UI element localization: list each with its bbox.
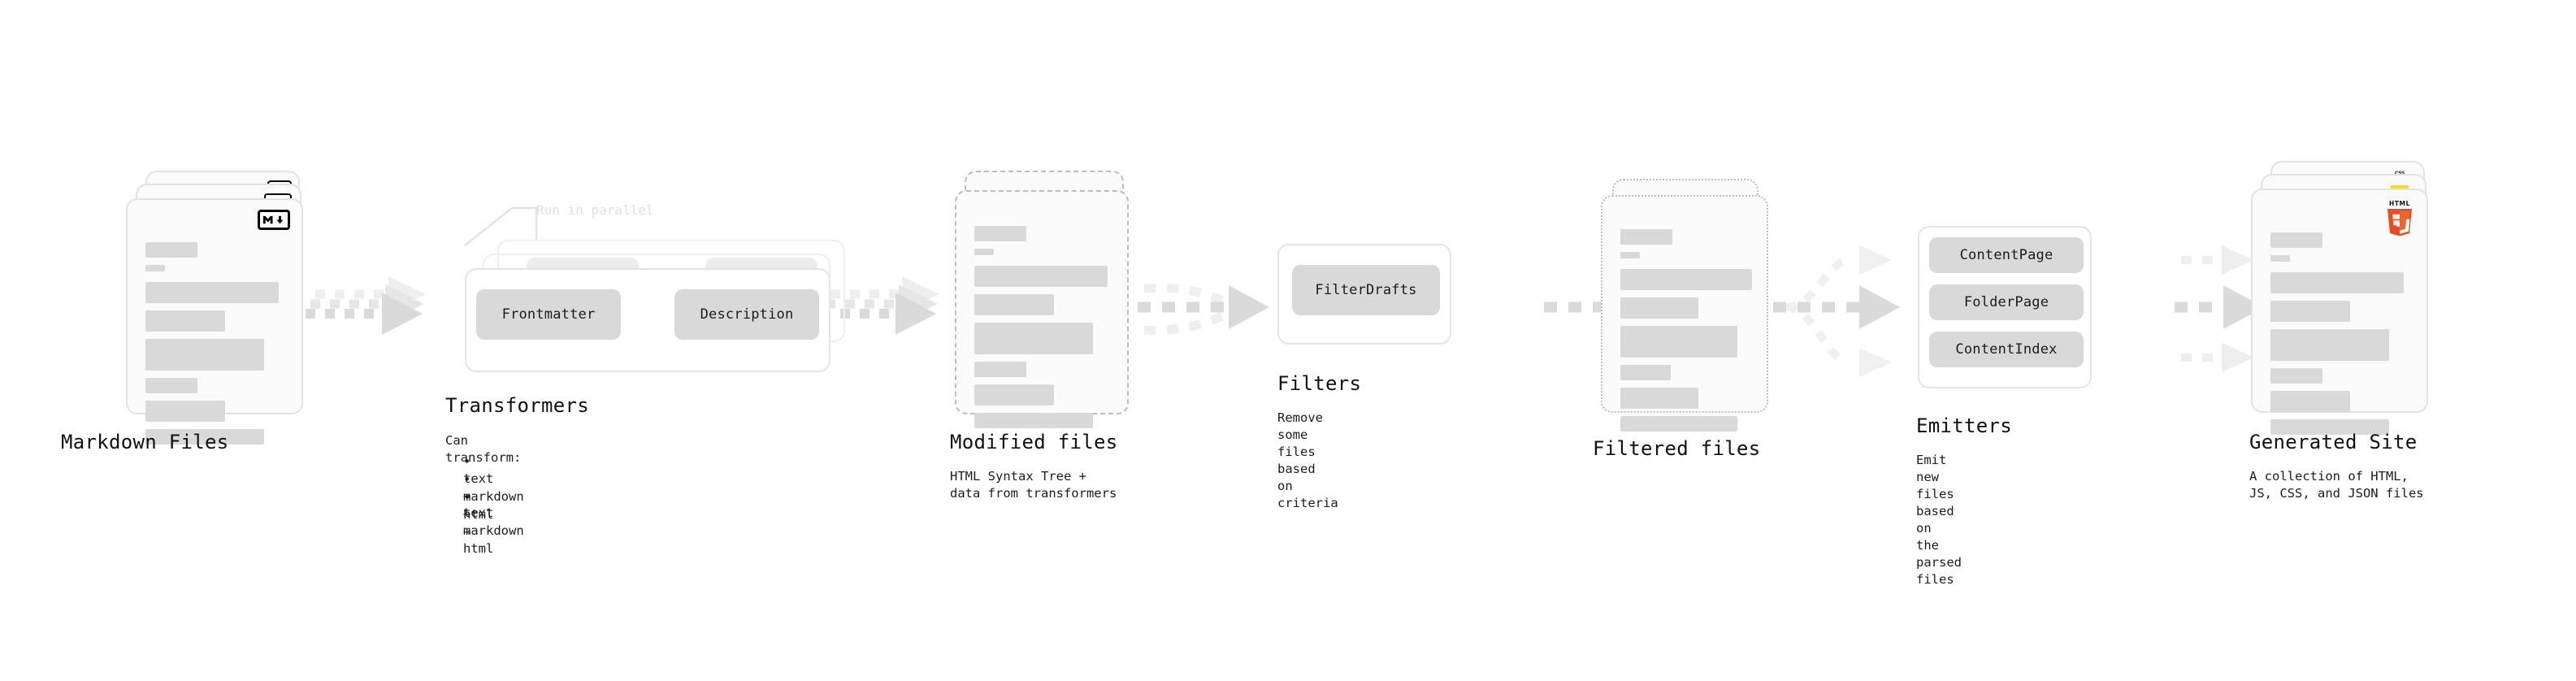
transformers-bullet-0: • text → text xyxy=(463,454,494,520)
skeleton-bar xyxy=(974,249,994,255)
run-in-parallel-label: Run in parallel xyxy=(536,202,654,218)
skeleton-bar xyxy=(2270,419,2389,435)
skeleton-bar xyxy=(974,294,1054,315)
markdown-logo-icon xyxy=(258,210,290,230)
skeleton-bar xyxy=(1620,388,1698,409)
markdown-card-stack xyxy=(126,171,313,445)
skeleton-bar xyxy=(145,310,225,332)
stage-title-emitters: Emitters xyxy=(1916,414,2012,437)
skeleton-bar xyxy=(1620,269,1752,290)
skeleton-bar xyxy=(145,429,264,445)
skeleton-bar xyxy=(1620,365,1671,380)
stage-title-transformers: Transformers xyxy=(445,394,589,417)
chip-contentindex[interactable]: ContentIndex xyxy=(1929,332,2084,367)
skeleton-bar xyxy=(145,401,225,422)
skeleton-bar xyxy=(974,384,1054,406)
stage-filtered-files: Filtered files xyxy=(1593,179,1780,460)
skeleton-bar xyxy=(2270,232,2322,248)
svg-text:HTML: HTML xyxy=(2389,200,2410,207)
skeleton-bar xyxy=(974,413,1093,428)
skeleton-bar xyxy=(2270,301,2350,322)
chip-folderpage[interactable]: FolderPage xyxy=(1929,284,2084,320)
file-skeleton-body xyxy=(974,226,1112,436)
stage-title-generated-site: Generated Site xyxy=(2249,431,2418,453)
skeleton-bar xyxy=(1620,297,1698,319)
skeleton-bar xyxy=(2270,272,2404,293)
transformers-bullet-1: • markdown → markdown xyxy=(463,472,524,538)
file-skeleton-body xyxy=(2270,232,2412,442)
transformers-panel: Frontmatter Description xyxy=(465,268,830,372)
file-skeleton-body xyxy=(1620,229,1752,439)
stage-subtitle-generated-site: A collection of HTML, JS, CSS, and JSON … xyxy=(2249,469,2424,501)
file-skeleton-body xyxy=(145,242,287,452)
stage-subtitle-emitters: Emit new files based on the parsed files xyxy=(1916,453,1962,587)
chip-description[interactable]: Description xyxy=(674,289,819,340)
skeleton-bar xyxy=(145,242,197,258)
skeleton-bar xyxy=(145,339,264,371)
modified-card-front xyxy=(955,190,1129,428)
skeleton-bar xyxy=(2270,255,2290,262)
stage-modified-files: Modified files HTML Syntax Tree + data f… xyxy=(950,171,1142,501)
markdown-card-front xyxy=(126,198,303,445)
skeleton-bar xyxy=(974,266,1108,287)
skeleton-bar xyxy=(974,226,1026,241)
modified-card-stack xyxy=(955,171,1142,428)
skeleton-bar xyxy=(145,378,197,393)
skeleton-bar xyxy=(2270,391,2350,412)
stage-generated-site: CSS HTML xyxy=(2249,161,2438,501)
chip-frontmatter[interactable]: Frontmatter xyxy=(476,289,621,340)
chip-filterdrafts[interactable]: FilterDrafts xyxy=(1292,265,1440,315)
skeleton-bar xyxy=(1620,252,1640,258)
skeleton-bar xyxy=(1620,229,1672,245)
stage-title-modified-files: Modified files xyxy=(950,431,1118,453)
arrow-modified-to-filters xyxy=(1138,283,1269,335)
skeleton-bar xyxy=(2270,368,2322,384)
css-badge-label: CSS xyxy=(2395,171,2405,176)
stage-title-filtered-files: Filtered files xyxy=(1593,437,1761,460)
chip-contentpage[interactable]: ContentPage xyxy=(1929,237,2084,273)
site-card-front: HTML xyxy=(2251,189,2428,435)
filtered-card-front xyxy=(1601,195,1768,432)
skeleton-bar xyxy=(2270,329,2389,361)
skeleton-bar xyxy=(145,282,279,303)
stage-title-filters: Filters xyxy=(1277,372,1362,395)
skeleton-bar xyxy=(974,323,1093,354)
transformers-bullet-2: • html → html xyxy=(463,490,494,556)
arrow-filtered-to-emitters xyxy=(1773,245,1900,377)
arrow-markdown-to-transformers xyxy=(306,276,426,335)
stage-subtitle-transformers: Can transform: xyxy=(445,433,522,465)
skeleton-bar xyxy=(974,362,1026,377)
skeleton-bar xyxy=(145,265,165,271)
filters-panel: FilterDrafts xyxy=(1277,244,1451,345)
stage-title-markdown-files: Markdown Files xyxy=(61,431,229,453)
stage-markdown-files: Markdown Files xyxy=(61,171,313,453)
html5-logo-icon: HTML xyxy=(2384,198,2415,239)
filtered-card-stack xyxy=(1601,179,1780,432)
stage-subtitle-modified-files: HTML Syntax Tree + data from transformer… xyxy=(950,469,1117,501)
skeleton-bar xyxy=(1620,326,1737,358)
stage-subtitle-filters: Remove some files based on criteria xyxy=(1277,410,1338,510)
site-card-stack: CSS HTML xyxy=(2251,161,2438,435)
emitters-panel: ContentPage FolderPage ContentIndex xyxy=(1918,226,2092,388)
skeleton-bar xyxy=(1620,416,1737,432)
